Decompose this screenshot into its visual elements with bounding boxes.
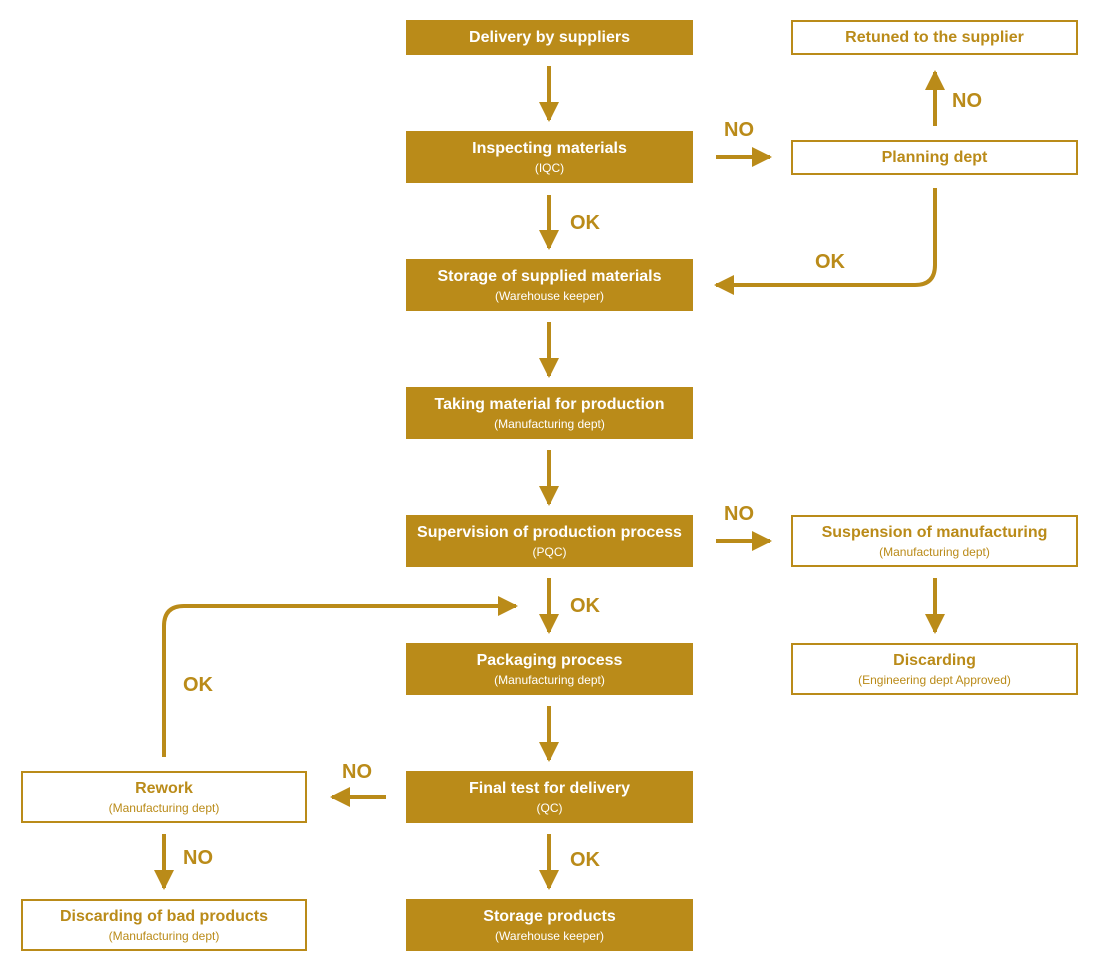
label-planning-ok: OK (815, 251, 845, 273)
node-packaging-process: Packaging process (Manufacturing dept) (406, 643, 693, 695)
node-storage-of-supplied-materials: Storage of supplied materials (Warehouse… (406, 259, 693, 311)
node-subtitle: (Engineering dept Approved) (858, 672, 1011, 687)
node-subtitle: (Manufacturing dept) (494, 416, 605, 431)
node-subtitle: (IQC) (534, 160, 565, 175)
node-discarding: Discarding (Engineering dept Approved) (791, 643, 1078, 695)
node-supervision-of-production-process: Supervision of production process (PQC) (406, 515, 693, 567)
node-title: Inspecting materials (472, 139, 627, 157)
node-subtitle: (Manufacturing dept) (494, 672, 605, 687)
node-title: Storage of supplied materials (437, 267, 662, 285)
arrow-planning-to-storage (714, 188, 937, 295)
node-title: Packaging process (476, 651, 623, 669)
node-title: Taking material for production (434, 395, 665, 413)
node-storage-products: Storage products (Warehouse keeper) (406, 899, 693, 951)
node-suspension-of-manufacturing: Suspension of manufacturing (Manufacturi… (791, 515, 1078, 567)
node-title: Delivery by suppliers (469, 28, 630, 46)
label-planning-no: NO (952, 90, 982, 112)
node-title: Discarding (893, 651, 976, 669)
node-inspecting-materials: Inspecting materials (IQC) (406, 131, 693, 183)
node-subtitle: (Manufacturing dept) (108, 928, 220, 943)
node-subtitle: (Manufacturing dept) (879, 544, 990, 559)
label-inspect-no: NO (724, 119, 754, 141)
label-final-no: NO (342, 761, 372, 783)
node-title: Discarding of bad products (59, 907, 268, 925)
arrow-rework-to-packaging (162, 596, 518, 757)
node-planning-dept: Planning dept (791, 140, 1078, 175)
node-subtitle: (QC) (536, 800, 563, 815)
node-discarding-of-bad-products: Discarding of bad products (Manufacturin… (21, 899, 307, 951)
label-supervision-ok: OK (570, 595, 600, 617)
node-title: Final test for delivery (469, 779, 630, 797)
node-taking-material-for-production: Taking material for production (Manufact… (406, 387, 693, 439)
label-rework-ok: OK (183, 674, 213, 696)
node-subtitle: (Warehouse keeper) (495, 288, 604, 303)
node-title: Rework (135, 779, 193, 797)
node-rework: Rework (Manufacturing dept) (21, 771, 307, 823)
node-subtitle: (Warehouse keeper) (495, 928, 604, 943)
node-title: Storage products (483, 907, 616, 925)
node-title: Supervision of production process (417, 523, 682, 541)
node-final-test-for-delivery: Final test for delivery (QC) (406, 771, 693, 823)
node-subtitle: (Manufacturing dept) (108, 800, 220, 815)
node-title: Retuned to the supplier (845, 28, 1024, 46)
label-rework-no: NO (183, 847, 213, 869)
node-title: Planning dept (881, 148, 988, 166)
node-delivery-by-suppliers: Delivery by suppliers (406, 20, 693, 55)
label-final-ok: OK (570, 849, 600, 871)
label-supervision-no: NO (724, 503, 754, 525)
node-title: Suspension of manufacturing (821, 523, 1048, 541)
node-returned-to-supplier: Retuned to the supplier (791, 20, 1078, 55)
node-subtitle: (PQC) (532, 544, 567, 559)
label-inspect-ok: OK (570, 212, 600, 234)
